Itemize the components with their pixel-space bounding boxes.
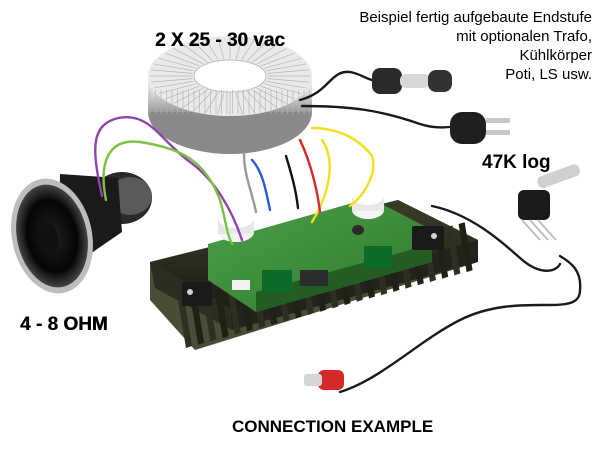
- transformer-winding: [150, 78, 193, 83]
- transformer-winding: [204, 38, 219, 61]
- speaker-impedance-label: 4 - 8 OHM: [20, 314, 108, 335]
- speaker: [11, 172, 152, 294]
- transformer-winding: [241, 38, 256, 61]
- transformer-winding: [182, 89, 208, 108]
- transformer-winding: [193, 90, 213, 111]
- heatsink-fin: [458, 222, 473, 273]
- transformer-winding: [153, 80, 194, 89]
- wire-blue: [250, 158, 272, 212]
- relay-block: [262, 270, 292, 292]
- transformer-winding: [263, 83, 302, 95]
- transformer-winding: [252, 89, 278, 108]
- transformer-winding: [241, 91, 256, 114]
- transformer-voltage-label: 2 X 25 - 30 vac: [155, 30, 285, 51]
- transformer-winding: [173, 48, 204, 65]
- wire-green: [102, 140, 234, 246]
- transformer-winding: [266, 63, 307, 72]
- transformer-winding: [263, 57, 302, 69]
- mains-plug: [372, 68, 510, 144]
- wire-red: [298, 138, 322, 214]
- transformer-winding: [153, 63, 194, 72]
- transformer-winding: [260, 85, 295, 100]
- transformer-winding: [235, 37, 243, 60]
- diagram-title: CONNECTION EXAMPLE: [232, 417, 433, 436]
- heatsink-fin: [226, 284, 241, 335]
- transformer-winding: [235, 92, 243, 115]
- transformer-winding: [247, 41, 267, 62]
- mains-cable: [298, 70, 382, 102]
- wire-white: [242, 152, 258, 214]
- rca-cable: [338, 254, 582, 394]
- caption-line: mit optionalen Trafo,: [456, 28, 592, 45]
- caption: Beispiel fertig aufgebaute Endstufe mit …: [359, 8, 592, 84]
- heatsink-fin: [446, 225, 461, 276]
- caption-line: Kühlkörper: [519, 47, 592, 64]
- relay-block: [364, 246, 392, 268]
- transformer-winding: [252, 44, 278, 63]
- transformer-winding: [260, 52, 295, 67]
- transformer-winding: [256, 87, 287, 104]
- transformer-winding: [267, 78, 310, 83]
- transformer-winding: [267, 69, 310, 74]
- transformer-winding: [266, 80, 307, 89]
- heatsink-fin: [190, 294, 205, 345]
- transformer-winding: [165, 85, 200, 100]
- toroidal-transformer: [148, 36, 312, 154]
- potentiometer-label: 47K log: [482, 152, 551, 173]
- potentiometer-cable: [430, 204, 562, 272]
- transformer-winding: [158, 83, 197, 95]
- wire-purple: [94, 115, 244, 242]
- heatsink-fin: [178, 298, 192, 348]
- transformer-winding: [193, 41, 213, 62]
- potentiometer: [518, 164, 581, 241]
- wire-yellow: [310, 138, 331, 224]
- wiring: [94, 70, 582, 394]
- power-transistor-right: [412, 226, 444, 250]
- transformer-winding: [247, 90, 267, 111]
- transformer-winding: [217, 92, 225, 115]
- heatsink-fin: [214, 288, 229, 339]
- transformer-winding: [256, 48, 287, 65]
- caption-line: Poti, LS usw.: [505, 66, 592, 83]
- transformer-winding: [158, 57, 197, 69]
- wire-yellow: [310, 126, 375, 208]
- wire-black: [284, 154, 300, 210]
- caption-line: Beispiel fertig aufgebaute Endstufe: [359, 9, 592, 26]
- transformer-winding: [150, 69, 193, 74]
- transformer-winding: [217, 37, 225, 60]
- power-transistor-left: [182, 282, 212, 306]
- mains-cable: [300, 104, 460, 129]
- rca-plug: [304, 370, 344, 390]
- transformer-winding: [182, 44, 208, 63]
- transformer-winding: [165, 52, 200, 67]
